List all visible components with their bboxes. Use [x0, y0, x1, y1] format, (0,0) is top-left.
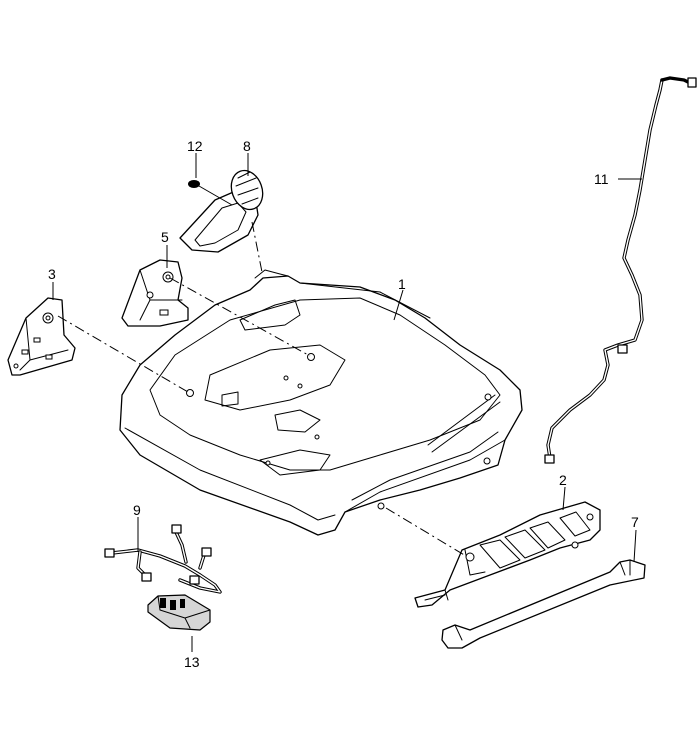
part-5-bracket	[121, 259, 189, 327]
part-13-switch-module	[147, 594, 211, 631]
part-2-rail-bracket	[414, 501, 601, 608]
callout-3: 3	[48, 266, 56, 282]
part-12-screw	[188, 180, 233, 206]
callout-11: 11	[594, 171, 609, 187]
part-3-side-bracket	[7, 297, 76, 376]
part-7-rail-cover	[441, 559, 646, 649]
alignment-lines	[57, 221, 467, 557]
callout-12: 12	[187, 138, 203, 154]
part-11-cable-harness	[544, 76, 697, 464]
callout-5: 5	[161, 229, 169, 245]
part-9-wiring-harness	[104, 524, 222, 594]
callout-1: 1	[398, 276, 406, 292]
part-8-bezel	[179, 169, 264, 253]
callout-8: 8	[243, 138, 251, 154]
leader-lines	[52, 153, 642, 652]
callout-7: 7	[631, 514, 639, 530]
callout-13: 13	[184, 654, 200, 670]
callout-2: 2	[559, 472, 567, 488]
callout-9: 9	[133, 502, 141, 518]
part-1-seat-pan	[119, 269, 523, 536]
callout-labels: 1 2 3 5 7 8 9 11 12 13	[48, 138, 639, 670]
